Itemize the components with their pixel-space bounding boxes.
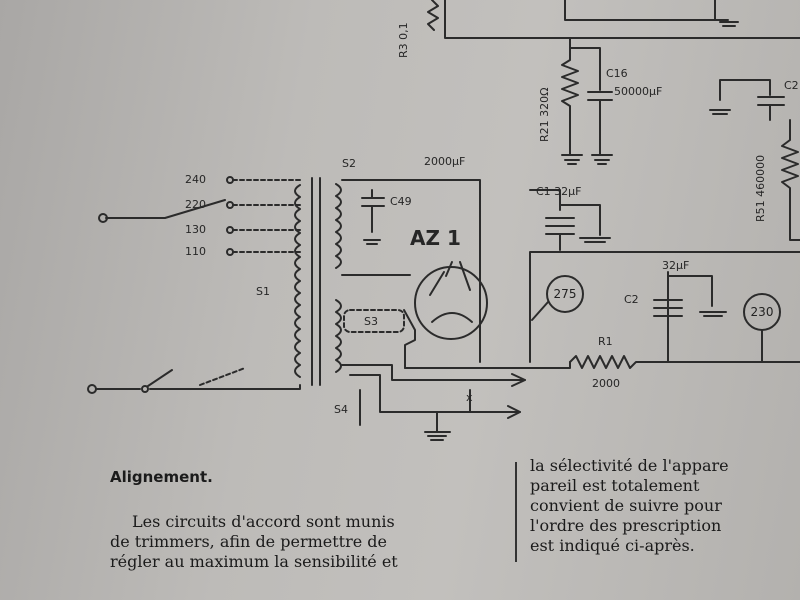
c1-wires	[529, 189, 601, 236]
arrow-head-2	[507, 405, 521, 419]
section-heading: Alignement.	[110, 468, 213, 486]
ground-s4	[424, 411, 451, 441]
capacitor-c1	[545, 217, 575, 251]
label-capacitance-2000: 2000μF	[424, 155, 466, 168]
tube-az1	[414, 266, 488, 340]
input-terminal-bottom	[87, 384, 97, 394]
mains-switch	[95, 369, 301, 390]
label-c16-value: 50000μF	[614, 85, 663, 98]
left-text-line-1: Les circuits d'accord sont munis	[132, 512, 395, 531]
right-text-line-2: pareil est totalement	[530, 476, 700, 495]
transformer-secondary-1	[335, 183, 342, 269]
resistor-r21	[561, 47, 579, 141]
tap-wires	[232, 179, 301, 253]
label-r21: R21 320Ω	[538, 87, 551, 142]
ground-top-right	[714, 19, 739, 27]
switch-s3	[343, 309, 405, 333]
ground-c16	[591, 139, 613, 165]
resistor-r1	[569, 355, 671, 369]
label-s3: S3	[364, 315, 378, 328]
secondary-box	[341, 179, 481, 363]
label-s4: S4	[334, 403, 348, 416]
right-text-line-4: l'ordre des prescription	[530, 516, 722, 535]
label-circle-230: 230	[750, 305, 774, 319]
label-circle-275: 275	[553, 287, 577, 301]
transformer-core	[311, 177, 321, 386]
s4-contacts	[341, 364, 526, 426]
resistor-r51	[781, 119, 800, 241]
label-c16: C16	[606, 67, 628, 80]
ground-c49	[363, 239, 381, 245]
label-s2: S2	[342, 157, 356, 170]
top-wire-right	[564, 0, 716, 21]
right-text-line-3: convient de suivre pour	[530, 496, 722, 515]
label-r3: R3 0,1	[397, 22, 410, 58]
label-tap-110: 110	[185, 245, 206, 258]
right-top-wires	[719, 79, 771, 101]
arrow-head-1	[511, 373, 526, 387]
left-text-line-3: régler au maximum la sensibilité et	[110, 552, 398, 571]
transformer-primary	[294, 184, 301, 378]
selector-arm	[105, 199, 226, 219]
label-tap-240: 240	[185, 173, 206, 186]
right-text-line-1: la sélectivité de l'appare	[530, 456, 729, 475]
resistor-r3	[427, 0, 439, 31]
column-divider	[515, 462, 517, 562]
label-x-mark: x	[466, 391, 473, 404]
input-terminal-top	[98, 213, 108, 223]
label-c49: C49	[390, 195, 412, 208]
label-s1: S1	[256, 285, 270, 298]
wire-to-r1	[404, 361, 571, 369]
ground-c2	[699, 311, 727, 317]
capacitor-c49	[361, 189, 385, 233]
tube-anodes	[429, 261, 473, 323]
label-c2: C2	[624, 293, 639, 306]
transformer-secondary-2	[335, 299, 342, 373]
ground-r21	[561, 139, 583, 165]
left-text-line-2: de trimmers, afin de permettre de	[110, 532, 388, 551]
label-tap-130: 130	[185, 223, 206, 236]
label-tap-220: 220	[185, 198, 206, 211]
capacitor-c16	[587, 91, 613, 141]
label-az1: AZ 1	[410, 226, 461, 250]
switch-2	[199, 367, 246, 386]
capacitor-c2	[653, 299, 683, 317]
label-c2-value: 32μF	[662, 259, 690, 272]
right-text-line-5: est indiqué ci-après.	[530, 536, 695, 555]
capacitor-c2-top	[757, 96, 785, 121]
label-r1: R1	[598, 335, 613, 348]
label-c2-top: C2	[784, 79, 799, 92]
ground-right-top	[709, 109, 731, 115]
label-c1: C1 32μF	[536, 185, 582, 198]
ground-c1	[579, 237, 611, 243]
label-r51: R51 460000	[754, 154, 767, 222]
top-wire-left	[444, 0, 800, 39]
circle-275	[546, 275, 584, 313]
label-r1-value: 2000	[592, 377, 620, 390]
filter-box	[529, 251, 800, 363]
r21-c16-wires	[569, 37, 601, 91]
